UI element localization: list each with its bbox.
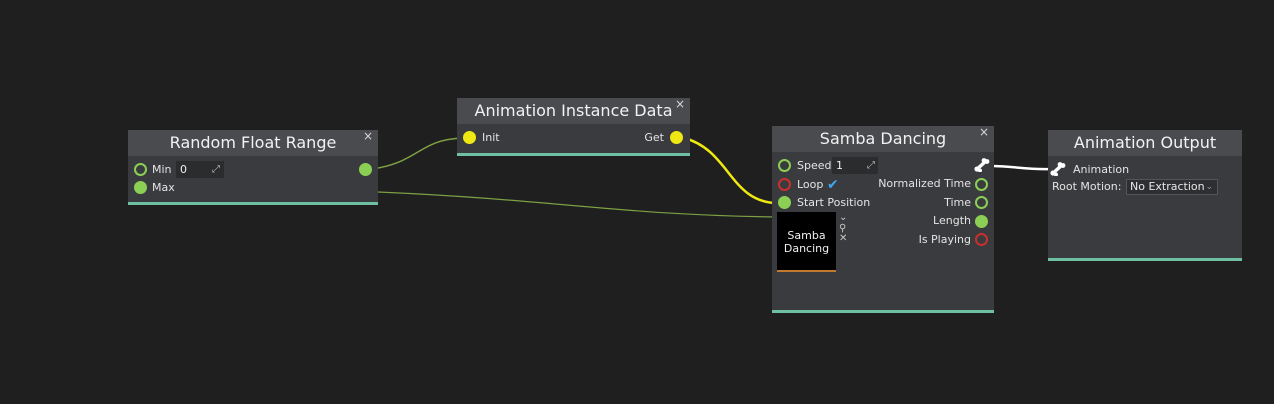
wire-get-to-start-position	[683, 136, 779, 205]
loop-port[interactable]	[778, 178, 791, 191]
wire-animation-out	[989, 164, 1053, 171]
start-position-label: Start Position	[797, 196, 871, 209]
speed-label: Speed	[797, 159, 832, 172]
init-label: Init	[482, 131, 500, 144]
node-title: Animation Instance Data	[457, 98, 690, 124]
max-port[interactable]	[134, 181, 147, 194]
length-port[interactable]	[975, 215, 988, 228]
animation-label: Animation	[1073, 163, 1130, 176]
time-label: Time	[944, 196, 971, 209]
node-animation-output[interactable]: Animation Output Animation Root Motion: …	[1048, 130, 1242, 261]
node-title: Samba Dancing	[772, 126, 994, 152]
min-port[interactable]	[134, 163, 147, 176]
init-port[interactable]	[463, 131, 476, 144]
expand-icon[interactable]: ⤢	[867, 160, 875, 171]
normalized-time-port[interactable]	[975, 178, 988, 191]
close-icon[interactable]: ×	[362, 129, 373, 143]
close-icon[interactable]: ×	[674, 97, 685, 111]
search-icon[interactable]: ⚲	[839, 223, 847, 234]
root-motion-label: Root Motion:	[1052, 180, 1122, 193]
min-label: Min	[152, 163, 172, 176]
node-animation-instance-data[interactable]: Animation Instance Data × Init Get	[457, 98, 690, 156]
chevron-down-icon: ⌄	[1205, 182, 1213, 192]
chevron-down-icon[interactable]: ⌄	[839, 212, 848, 223]
get-label: Get	[644, 131, 664, 144]
max-label: Max	[152, 181, 175, 194]
bone-icon[interactable]	[974, 158, 990, 172]
animation-thumbnail[interactable]: Samba Dancing	[777, 212, 836, 272]
node-title: Animation Output	[1048, 130, 1242, 156]
output-port[interactable]	[359, 163, 372, 176]
start-position-port[interactable]	[778, 196, 791, 209]
expand-icon[interactable]: ⤢	[212, 164, 220, 175]
normalized-time-label: Normalized Time	[878, 177, 971, 190]
close-icon[interactable]: ×	[978, 125, 989, 139]
check-icon[interactable]: ✔	[827, 177, 839, 193]
length-label: Length	[933, 214, 971, 227]
node-random-float-range[interactable]: Random Float Range × Min 0 ⤢ Max	[128, 130, 378, 205]
get-port[interactable]	[670, 131, 683, 144]
is-playing-port[interactable]	[975, 233, 988, 246]
bone-icon[interactable]	[1050, 162, 1066, 176]
speed-port[interactable]	[778, 159, 791, 172]
node-samba-dancing[interactable]: Samba Dancing × Speed 1 ⤢ Loop ✔ Start P…	[772, 126, 994, 313]
thumbnail-text: Samba Dancing	[783, 229, 830, 255]
wire-random-to-start-position	[377, 191, 779, 218]
loop-label: Loop	[797, 178, 824, 191]
speed-field[interactable]: 1	[832, 157, 878, 174]
wire-random-to-init	[377, 137, 463, 169]
min-field[interactable]: 0	[176, 161, 224, 178]
root-motion-select[interactable]: No Extraction ⌄	[1126, 179, 1218, 195]
time-port[interactable]	[975, 196, 988, 209]
clear-icon[interactable]: ✕	[839, 233, 848, 244]
node-title: Random Float Range	[128, 130, 378, 156]
is-playing-label: Is Playing	[918, 233, 971, 246]
root-motion-value: No Extraction	[1130, 180, 1205, 193]
